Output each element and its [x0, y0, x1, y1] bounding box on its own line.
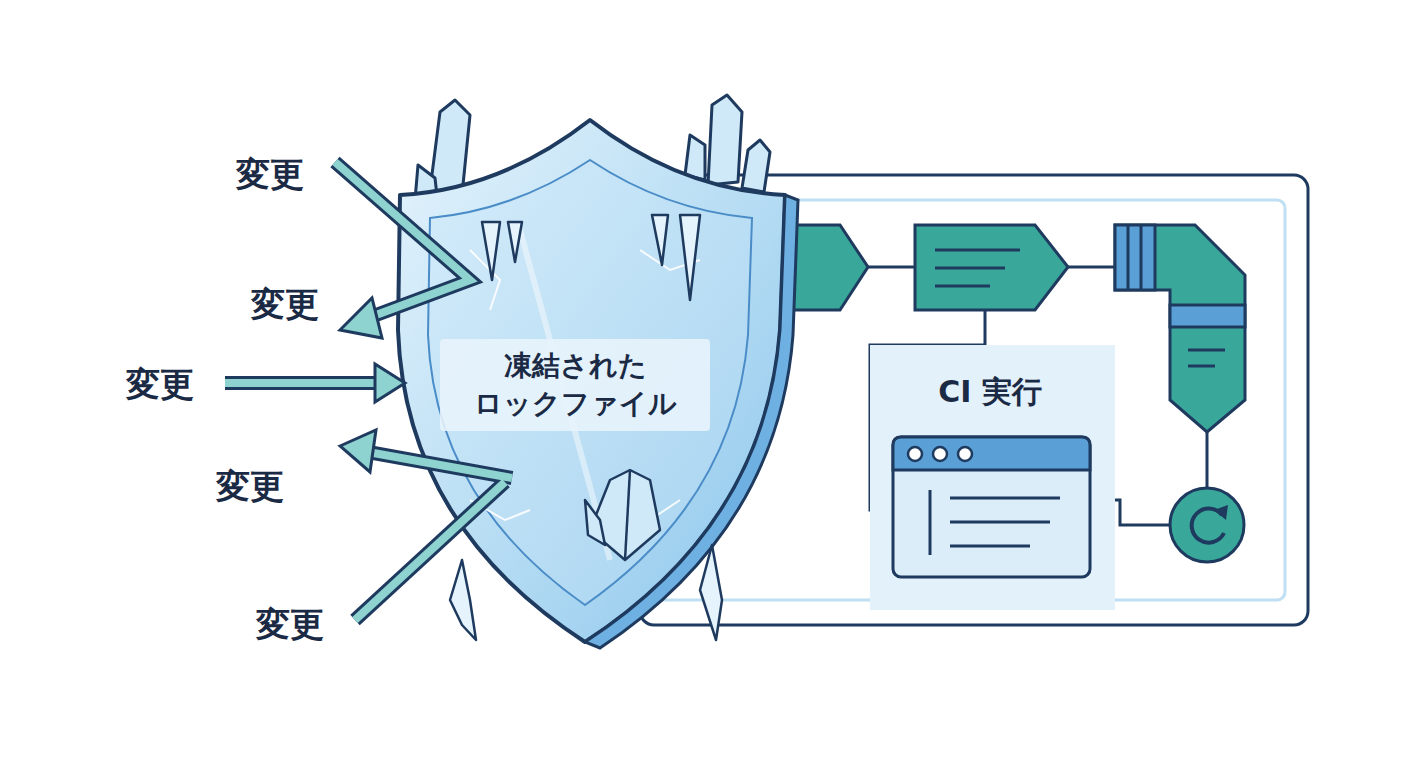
lockfile-label: 凍結された ロックファイル [440, 339, 710, 431]
change-label: 変更 [216, 468, 284, 505]
node-text: CI 実行 [884, 374, 1096, 410]
browser-window [893, 437, 1090, 577]
stage-pentagon [790, 225, 868, 310]
change-label: 変更 [236, 156, 304, 193]
stage-doc [915, 225, 1068, 310]
change-label: 変更 [251, 286, 319, 323]
pipe-elbow [1115, 225, 1245, 432]
ci-run-panel: CI 実行 [880, 370, 1100, 414]
ice-shield [398, 95, 798, 648]
change-label: 変更 [126, 366, 194, 403]
ci-panel-ground [870, 345, 1115, 610]
refresh-icon [1170, 488, 1244, 562]
change-label: 変更 [256, 606, 324, 643]
node-text: 凍結された ロックファイル [448, 347, 702, 423]
